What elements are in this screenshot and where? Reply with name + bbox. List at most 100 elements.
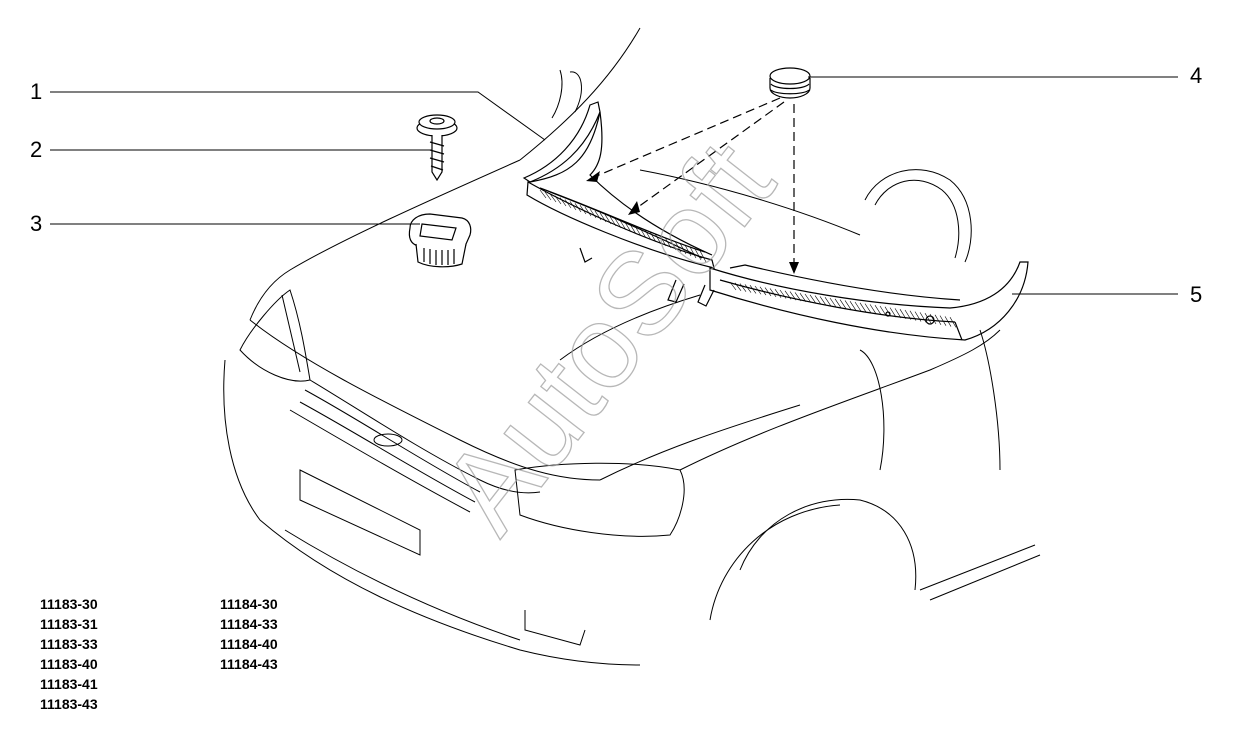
grille-hatch-line (830, 298, 836, 307)
watermark: AutoSoft (416, 117, 800, 556)
grille-hatch-line (550, 194, 556, 202)
grille-hatch-line (565, 200, 571, 209)
grille-hatch-line (820, 296, 826, 305)
model-code: 11183-30 (40, 596, 98, 612)
grille-hatch-line (640, 228, 646, 238)
grille-hatch-line (890, 308, 896, 318)
grille-hatch-line (885, 307, 891, 317)
grille-hatch-line (775, 289, 781, 297)
grille-hatch-line (875, 305, 881, 314)
grille-hatch-line (670, 239, 676, 250)
grille-hatch-line (695, 249, 701, 260)
grille-hatch-line (940, 316, 946, 326)
grille-hatch-line (655, 234, 661, 244)
callout-2: 2 (30, 137, 43, 162)
grille-hatch-line (785, 291, 791, 300)
grille-hatch-line (765, 288, 771, 296)
watermark-text: AutoSoft (416, 118, 799, 556)
grille-hatch-line (635, 226, 641, 236)
grille-hatch-line (605, 215, 611, 224)
model-codes-column-2: 11184-30 11184-33 11184-40 11184-43 (220, 594, 278, 674)
grille-hatch-line (750, 285, 756, 293)
grille-hatch-line (780, 290, 786, 299)
model-code: 11183-31 (40, 616, 98, 632)
leader-lines (50, 77, 1178, 294)
grille-hatch-line (700, 251, 706, 262)
grille-hatch-line (745, 284, 751, 292)
grille-hatch-line (925, 313, 931, 323)
grille-hatch-line (870, 304, 876, 313)
grille-hatch-line (680, 243, 686, 254)
model-code: 11184-40 (220, 636, 278, 652)
grille-hatch-line (825, 297, 831, 306)
callout-4: 4 (1190, 63, 1203, 88)
grille-hatch-line (540, 190, 546, 198)
grille-hatch-line (880, 306, 886, 316)
grille-hatch-line (850, 301, 856, 310)
arrow-heads (586, 171, 799, 274)
grille-hatch-line (790, 292, 796, 301)
grille-hatch-line (865, 304, 871, 313)
grille-hatch-line (845, 300, 851, 309)
clip-part (409, 214, 470, 267)
model-code: 11183-40 (40, 656, 98, 672)
grille-hatch-line (900, 309, 906, 319)
grille-hatch-line (575, 203, 581, 212)
grille-hatch-line (685, 245, 691, 256)
grille-hatch-line (730, 282, 736, 290)
car-body-outline (224, 28, 1040, 665)
grille-hatch-line (590, 209, 596, 218)
grille-hatch-line (625, 222, 631, 232)
grille-hatch-line (675, 241, 681, 252)
grille-hatch-line (835, 299, 841, 308)
assembly-arrows (592, 98, 794, 268)
callout-5: 5 (1190, 282, 1203, 307)
grille-hatch-line (810, 295, 816, 304)
model-codes-column-1: 11183-30 11183-31 11183-33 11183-40 1118… (40, 594, 98, 714)
grille-hatch-line (905, 310, 911, 320)
grille-hatch-line (930, 314, 936, 324)
grille-hatch-line (950, 317, 956, 327)
grille-hatch-line (840, 300, 846, 309)
grille-hatch-line (650, 232, 656, 242)
grille-hatch-line (895, 308, 901, 318)
grille-hatch-line (800, 293, 806, 302)
cowl-panel-right-grille (730, 282, 956, 327)
grille-hatch-line (795, 292, 801, 301)
model-code: 11183-33 (40, 636, 98, 652)
grille-hatch-line (740, 284, 746, 292)
grille-hatch-line (570, 201, 576, 210)
grille-hatch-line (660, 236, 666, 246)
grille-hatch-line (860, 303, 866, 312)
model-code: 11183-43 (40, 696, 98, 712)
model-code: 11183-41 (40, 676, 98, 692)
grille-hatch-line (945, 316, 951, 326)
model-code: 11184-43 (220, 656, 278, 672)
callout-3: 3 (30, 211, 43, 236)
grille-hatch-line (855, 302, 861, 311)
grille-hatch-line (755, 286, 761, 294)
plug-part (770, 68, 810, 98)
grille-hatch-line (630, 224, 636, 234)
grille-hatch-line (690, 247, 696, 258)
grille-hatch-line (815, 296, 821, 305)
grille-hatch-line (645, 230, 651, 240)
grille-hatch-line (805, 294, 811, 303)
grille-hatch-line (910, 311, 916, 321)
grille-hatch-line (770, 288, 776, 296)
grille-hatch-line (920, 312, 926, 322)
grille-hatch-line (545, 192, 551, 200)
model-code: 11184-30 (220, 596, 278, 612)
grille-hatch-line (620, 220, 626, 230)
grille-hatch-line (935, 315, 941, 325)
grille-hatch-line (600, 213, 606, 222)
grille-hatch-line (735, 283, 741, 291)
grille-hatch-line (555, 196, 561, 204)
screw-part (417, 115, 457, 180)
grille-hatch-line (615, 219, 621, 229)
grille-hatch-line (665, 238, 671, 249)
grille-hatch-line (915, 312, 921, 322)
cowl-panel-left-grille (540, 190, 706, 262)
model-code: 11184-33 (220, 616, 278, 632)
